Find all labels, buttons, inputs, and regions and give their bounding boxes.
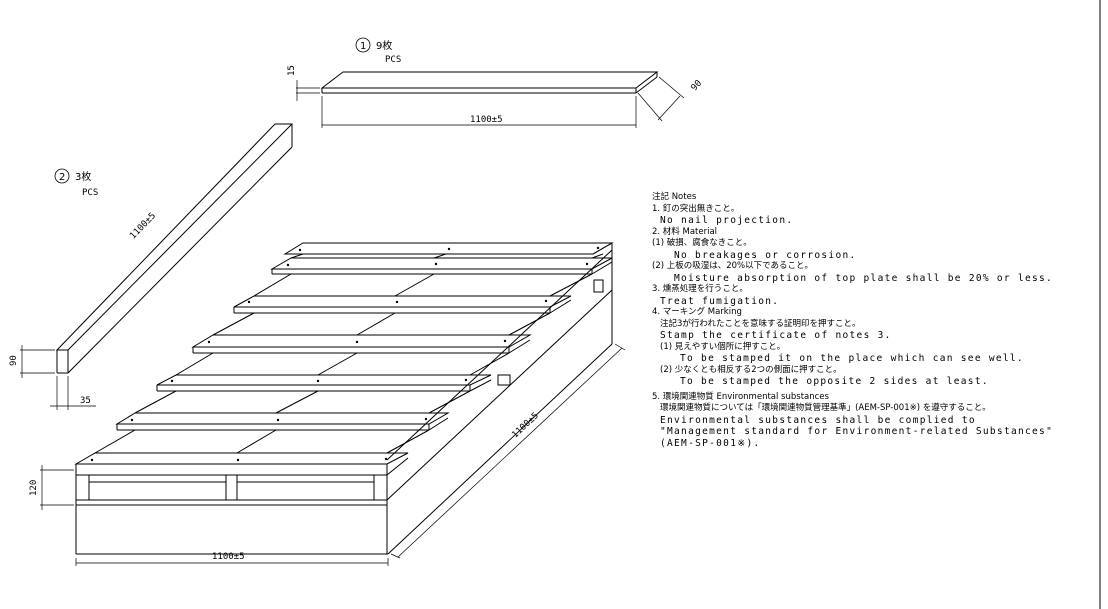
note-4-2-jp: (2) 少なくとも相反する2つの側面に押すこと。 bbox=[660, 364, 842, 375]
part2-dimensions bbox=[20, 345, 96, 410]
part2-height-label: 90 bbox=[9, 355, 19, 366]
part2-qty: 3枚 bbox=[75, 170, 91, 183]
note-5-en-3: (AEM-SP-001※). bbox=[660, 437, 761, 449]
part2-length-label: 1100±5 bbox=[128, 211, 158, 241]
part2-unit: PCS bbox=[82, 188, 98, 198]
part1-width-label: 90 bbox=[690, 78, 705, 93]
note-1-jp: 1. 釘の突出無きこと。 bbox=[652, 203, 740, 214]
note-4-2-en: To be stamped the opposite 2 sides at le… bbox=[680, 376, 989, 387]
note-5-en-1: Environmental substances shall be compli… bbox=[660, 414, 976, 426]
note-4-sub-en: Stamp the certificate of notes 3. bbox=[660, 330, 892, 341]
part2-callout-circle bbox=[54, 168, 70, 184]
note-4-jp: 4. マーキング Marking bbox=[652, 307, 742, 317]
part2-stringer bbox=[55, 123, 294, 374]
pallet-front-length-label: 1100±5 bbox=[212, 552, 245, 562]
pallet-nails bbox=[90, 246, 600, 462]
part1-unit: PCS bbox=[385, 55, 401, 65]
part1-qty: 9枚 bbox=[376, 39, 392, 52]
note-2-2-en: Moisture absorption of top plate shall b… bbox=[674, 272, 1054, 284]
note-2-1-en: No breakages or corrosion. bbox=[674, 249, 857, 261]
note-2-2-jp: (2) 上板の吸湿は、20%以下であること。 bbox=[652, 261, 814, 271]
note-1-en: No nail projection. bbox=[660, 215, 794, 226]
note-5-en-2: "Management standard for Environment-rel… bbox=[660, 426, 1054, 437]
note-3-jp: 3. 燻蒸処理を行うこと。 bbox=[652, 284, 748, 294]
part2-width-label: 35 bbox=[80, 396, 91, 406]
part1-callout-circle bbox=[355, 37, 371, 53]
note-3-en: Treat fumigation. bbox=[660, 295, 780, 307]
part2-number: 2 bbox=[59, 172, 65, 183]
pallet-dimensions bbox=[40, 343, 626, 566]
note-2-jp: 2. 材料 Material bbox=[652, 226, 718, 237]
part1-board bbox=[320, 71, 659, 94]
part1-thickness-label: 15 bbox=[287, 65, 297, 76]
part1-length-label: 1100±5 bbox=[470, 115, 503, 125]
note-4-sub-jp: 注記3が行われたことを意味する証明印を押すこと。 bbox=[660, 318, 861, 329]
pallet-height-label: 120 bbox=[29, 480, 39, 496]
part1-dimensions bbox=[296, 76, 685, 128]
note-4-1-en: To be stamped it on the place which can … bbox=[680, 353, 1024, 364]
notes-title: 注記 Notes bbox=[652, 192, 697, 202]
pallet-side-length-label: 1100±5 bbox=[510, 411, 541, 440]
note-2-1-jp: (1) 破損、腐食なきこと。 bbox=[652, 238, 752, 248]
note-4-1-jp: (1) 見えやすい個所に押すこと。 bbox=[660, 341, 786, 352]
part1-number: 1 bbox=[360, 41, 366, 52]
pallet-assembly bbox=[74, 242, 614, 555]
notes-block: 注記 Notes 1. 釘の突出無きこと。 No nail projection… bbox=[652, 192, 1102, 449]
note-5-jp: 5. 環境関連物質 Environmental substances bbox=[652, 391, 829, 402]
note-5-sub-jp: 環境関連物質については「環境関連物質管理基準」(AEM-SP-001※) を遵守… bbox=[660, 403, 991, 413]
